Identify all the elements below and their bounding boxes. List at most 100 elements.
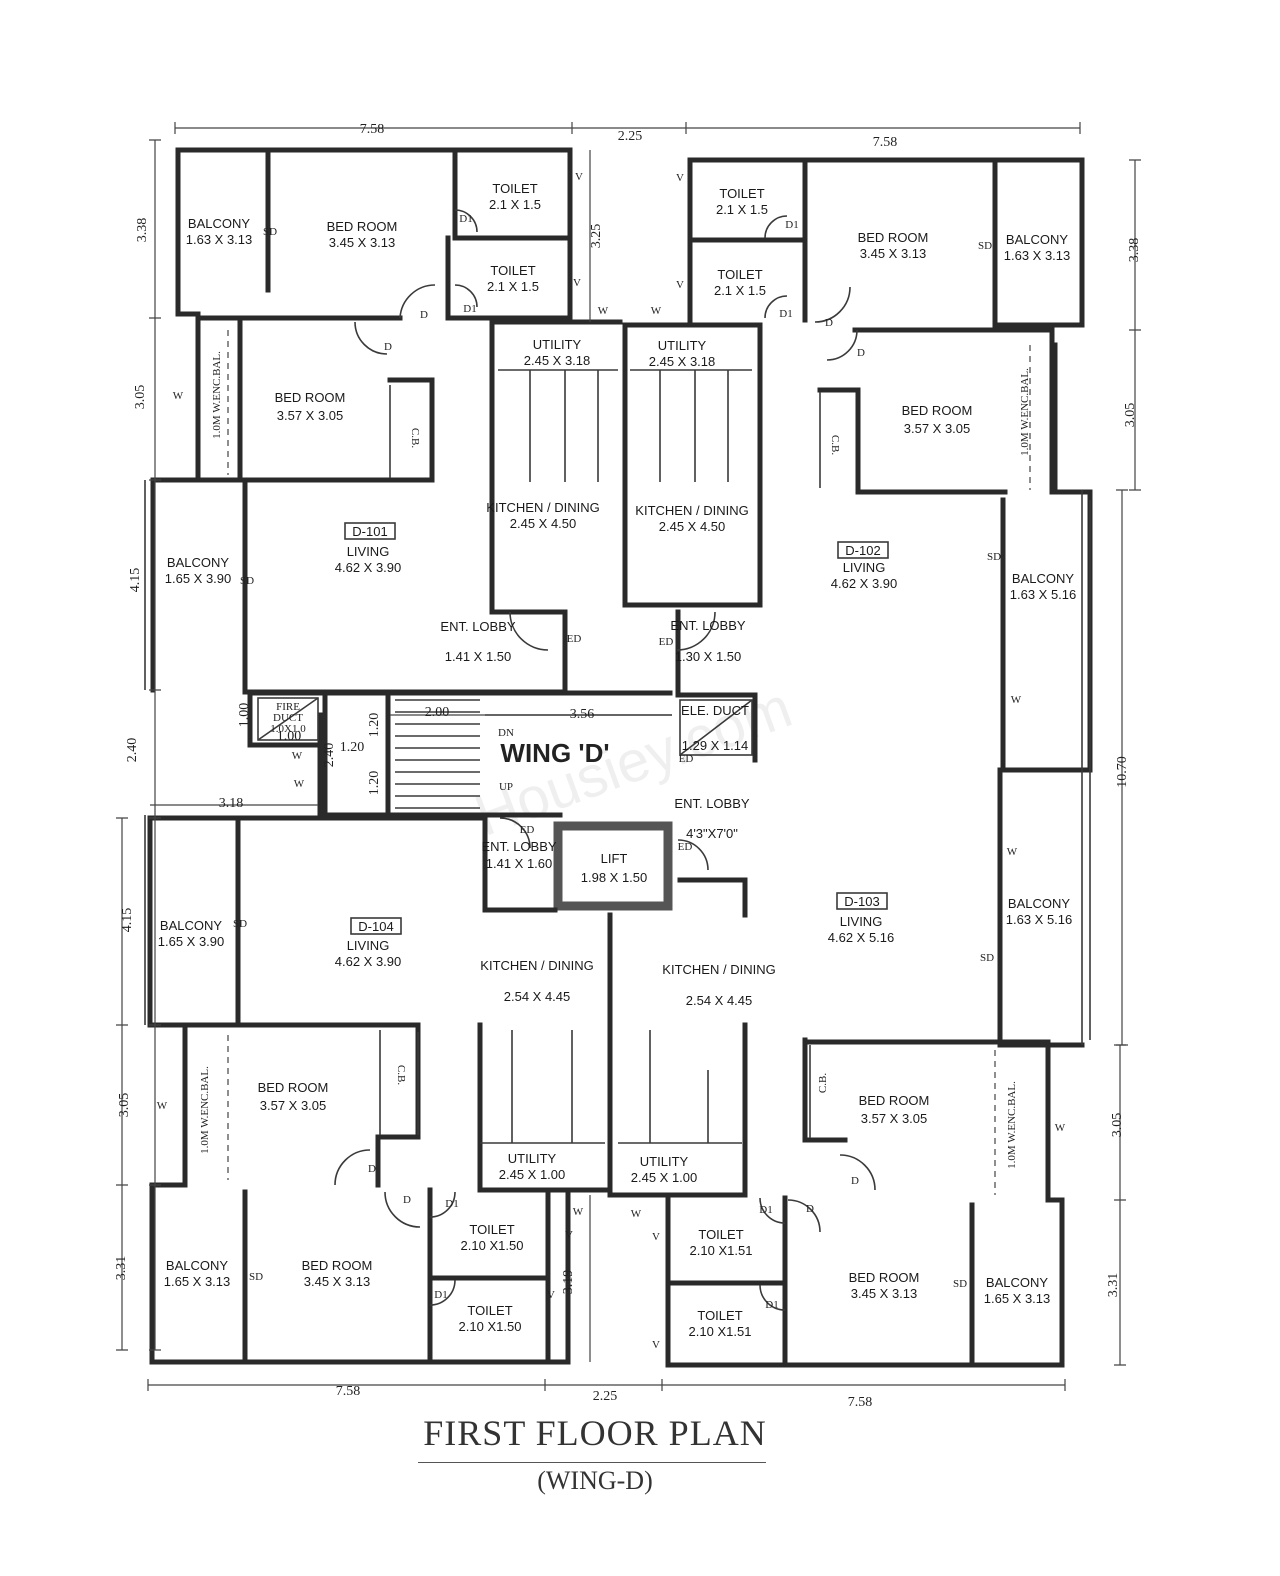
svg-text:D: D [403,1194,411,1206]
svg-text:3.31: 3.31 [1106,1273,1121,1298]
svg-text:4.15: 4.15 [128,568,143,593]
svg-text:7.58: 7.58 [848,1395,873,1410]
room-name: BED ROOM [302,1258,373,1273]
svg-text:D1: D1 [785,219,798,231]
svg-text:D1: D1 [434,1289,447,1301]
small-labels: FIRE DUCT 1.0X1.0 1.0M W.ENC.BAL. 1.0M W… [199,351,1031,1169]
room-name: TOILET [490,263,535,278]
svg-text:W: W [294,778,305,790]
flat-tag [344,522,396,540]
walls [147,147,1093,1368]
room-name: TOILET [697,1308,742,1323]
svg-text:3.05: 3.05 [1123,403,1138,428]
svg-text:D: D [420,309,428,321]
room-size: 2.45 X 4.50 [510,516,577,531]
svg-text:ED: ED [678,841,693,853]
room-size: 2.45 X 4.50 [659,519,726,534]
room-name: BED ROOM [859,1093,930,1108]
svg-text:D1: D1 [779,308,792,320]
room-size: 2.10 X1.51 [689,1324,752,1339]
svg-text:W: W [651,305,662,317]
svg-text:1.20: 1.20 [367,713,382,738]
interior-lines [144,209,1091,1311]
room-size: 4.62 X 5.16 [828,930,895,945]
svg-text:DUCT: DUCT [273,712,303,724]
svg-text:D: D [825,317,833,329]
svg-text:3.05: 3.05 [117,1093,132,1118]
room-name: ENT. LOBBY [440,619,515,634]
svg-text:D: D [806,1203,814,1215]
room-name: BALCONY [188,216,250,231]
room-name: TOILET [469,1222,514,1237]
svg-text:1.0M W.ENC.BAL.: 1.0M W.ENC.BAL. [1019,368,1031,456]
room-size: 4.62 X 3.90 [335,560,402,575]
svg-text:7.58: 7.58 [336,1384,361,1399]
room-size: 1.63 X 5.16 [1010,587,1077,602]
room-size: 1.65 X 3.13 [984,1291,1051,1306]
svg-text:2.00: 2.00 [425,705,450,720]
room-name: ENT. LOBBY [674,796,749,811]
room-size: 3.45 X 3.13 [304,1274,371,1289]
svg-text:1.0M W.ENC.BAL.: 1.0M W.ENC.BAL. [211,351,223,439]
room-name: UTILITY [640,1154,689,1169]
svg-text:W: W [1011,694,1022,706]
room-name: BED ROOM [849,1270,920,1285]
svg-text:W: W [573,1206,584,1218]
svg-text:ED: ED [520,824,535,836]
room-name: ENT. LOBBY [481,839,556,854]
room-size: 3.45 X 3.13 [329,235,396,250]
room-name: TOILET [717,267,762,282]
svg-text:1.20: 1.20 [340,740,365,755]
svg-text:C.B.: C.B. [817,1073,829,1093]
room-size: 2.45 X 3.18 [524,353,591,368]
svg-text:D: D [384,341,392,353]
svg-text:1.0M W.ENC.BAL.: 1.0M W.ENC.BAL. [1006,1081,1018,1169]
svg-text:D1: D1 [445,1198,458,1210]
svg-text:SD: SD [263,226,277,238]
svg-text:FIRE: FIRE [276,701,300,713]
room-name: BED ROOM [275,390,346,405]
svg-text:SD: SD [978,240,992,252]
svg-text:V: V [565,1229,573,1241]
svg-text:2.40: 2.40 [125,738,140,763]
room-size: 1.65 X 3.13 [164,1274,231,1289]
flat-tag [837,541,889,559]
plan-subtitle: (WING-D) [537,1466,653,1495]
room-name: LIFT [601,851,628,866]
room-size: 1.29 X 1.14 [682,738,749,753]
room-name: BED ROOM [902,403,973,418]
room-name: KITCHEN / DINING [480,958,593,973]
room-size: 2.1 X 1.5 [489,197,541,212]
plan-title: FIRST FLOOR PLAN [423,1413,767,1453]
room-size: 2.54 X 4.45 [504,989,571,1004]
svg-text:W: W [1007,846,1018,858]
room-size: 3.57 X 3.05 [861,1111,928,1126]
room-size: 3.45 X 3.13 [851,1286,918,1301]
room-name: LIVING [840,914,883,929]
room-size: 2.45 X 1.00 [499,1167,566,1182]
room-name: TOILET [467,1303,512,1318]
svg-text:3.38: 3.38 [1127,238,1142,263]
room-size: 1.63 X 5.16 [1006,912,1073,927]
svg-text:SD: SD [240,575,254,587]
room-size: 3.57 X 3.05 [260,1098,327,1113]
room-name: ENT. LOBBY [670,618,745,633]
room-name: UTILITY [508,1151,557,1166]
svg-text:2.25: 2.25 [618,129,643,144]
room-name: BED ROOM [858,230,929,245]
room-size: 2.10 X1.51 [690,1243,753,1258]
flat-number: D-103 [844,894,879,909]
room-name: TOILET [492,181,537,196]
room-size: 1.98 X 1.50 [581,870,648,885]
room-size: 3.57 X 3.05 [277,408,344,423]
svg-text:D1: D1 [459,213,472,225]
room-size: 2.1 X 1.5 [714,283,766,298]
room-name: BALCONY [160,918,222,933]
svg-text:W: W [173,390,184,402]
flat-number: D-104 [358,919,393,934]
flat-tag [350,917,402,935]
room-size: 1.41 X 1.60 [486,856,553,871]
room-size: 4.62 X 3.90 [831,576,898,591]
svg-text:3.05: 3.05 [133,385,148,410]
